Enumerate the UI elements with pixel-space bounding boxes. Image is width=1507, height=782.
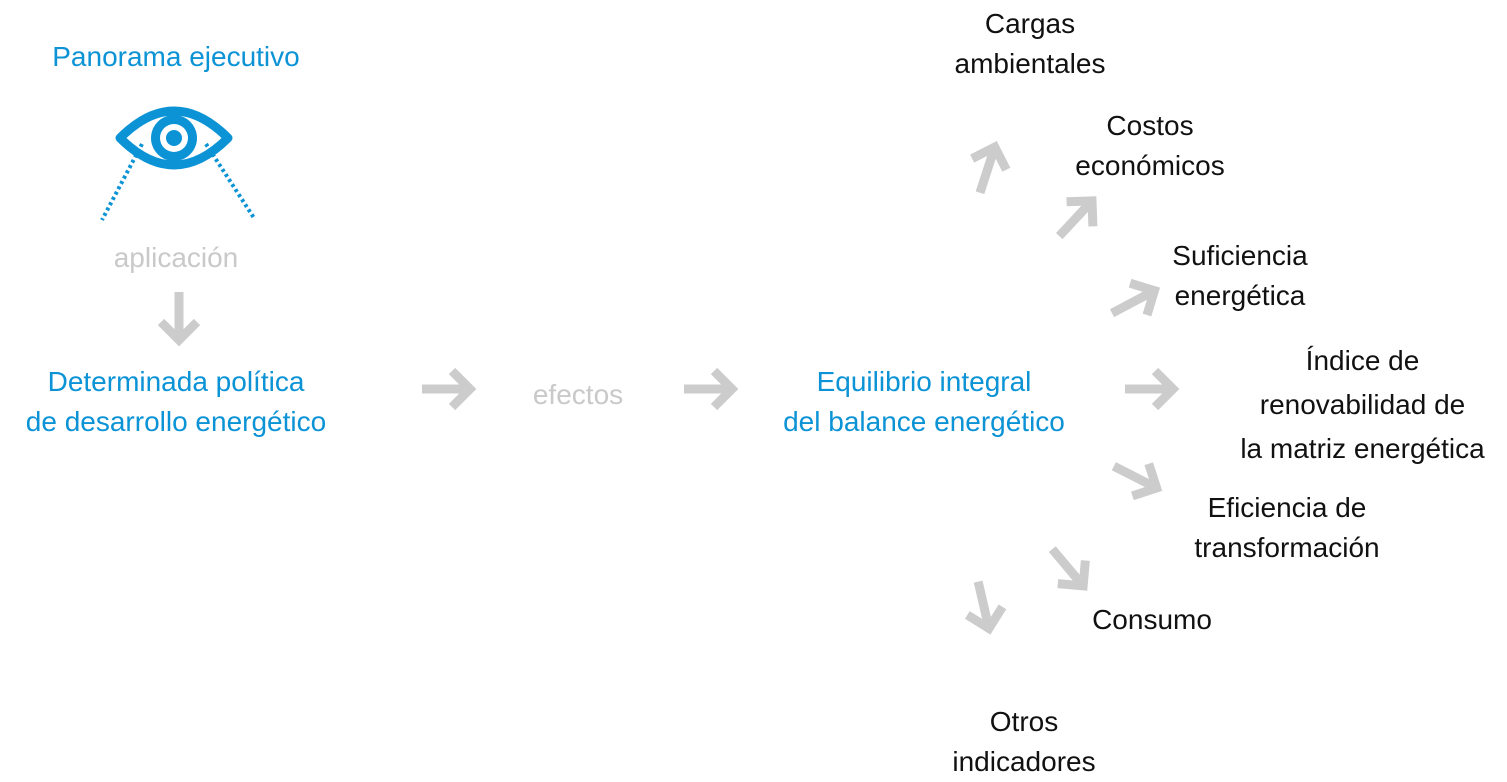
eye-icon xyxy=(100,106,256,221)
diagram-title: Panorama ejecutivo xyxy=(0,37,352,77)
indicator-eficiencia-transformacion: Eficiencia de transformación xyxy=(1167,488,1407,568)
step-aplicacion-text: aplicación xyxy=(113,242,239,273)
indicator-line: la matriz energética xyxy=(1240,433,1485,464)
arrow-icon xyxy=(1125,371,1173,407)
indicator-otros-indicadores: Otros indicadores xyxy=(904,702,1144,782)
indicator-line: Costos xyxy=(1106,110,1194,141)
indicator-line: energética xyxy=(1174,280,1306,311)
indicator-line: Otros xyxy=(989,706,1059,737)
step-efectos-text: efectos xyxy=(532,379,624,410)
indicator-line: renovabilidad de xyxy=(1259,389,1466,420)
equilibrium-line-1: Equilibrio integral xyxy=(816,366,1032,397)
indicator-suficiencia-energetica: Suficiencia energética xyxy=(1120,236,1360,316)
policy-line-1: Determinada política xyxy=(47,366,305,397)
indicator-line: ambientales xyxy=(954,48,1106,79)
equilibrium-node: Equilibrio integral del balance energéti… xyxy=(746,362,1102,442)
indicator-line: transformación xyxy=(1194,532,1380,563)
indicator-line: indicadores xyxy=(952,746,1096,777)
arrow-icon xyxy=(684,371,732,407)
indicator-consumo: Consumo xyxy=(1052,600,1252,640)
indicator-costos-economicos: Costos económicos xyxy=(1030,106,1270,186)
arrow-icon xyxy=(1106,450,1165,504)
arrow-icon xyxy=(963,142,1012,199)
step-efectos: efectos xyxy=(500,375,656,415)
arrow-icon xyxy=(961,578,1007,633)
arrow-icon xyxy=(422,371,470,407)
policy-line-2: de desarrollo energético xyxy=(25,406,327,437)
step-aplicacion: aplicación xyxy=(0,238,352,278)
equilibrium-line-2: del balance energético xyxy=(783,406,1065,437)
indicator-cargas-ambientales: Cargas ambientales xyxy=(910,4,1150,84)
arrow-icon xyxy=(1046,189,1105,249)
policy-node: Determinada política de desarrollo energ… xyxy=(0,362,352,442)
indicator-line: económicos xyxy=(1075,150,1225,181)
indicator-line: Eficiencia de xyxy=(1207,492,1367,523)
indicator-line: Cargas xyxy=(984,8,1076,39)
indicator-line: Consumo xyxy=(1092,604,1212,635)
indicator-indice-renovabilidad: Índice de renovabilidad de la matriz ene… xyxy=(1218,339,1507,471)
title-text: Panorama ejecutivo xyxy=(52,41,300,72)
indicator-line: Índice de xyxy=(1305,345,1420,376)
indicator-line: Suficiencia xyxy=(1172,240,1308,271)
arrow-icon xyxy=(1038,538,1096,598)
arrow-icon xyxy=(161,292,197,340)
